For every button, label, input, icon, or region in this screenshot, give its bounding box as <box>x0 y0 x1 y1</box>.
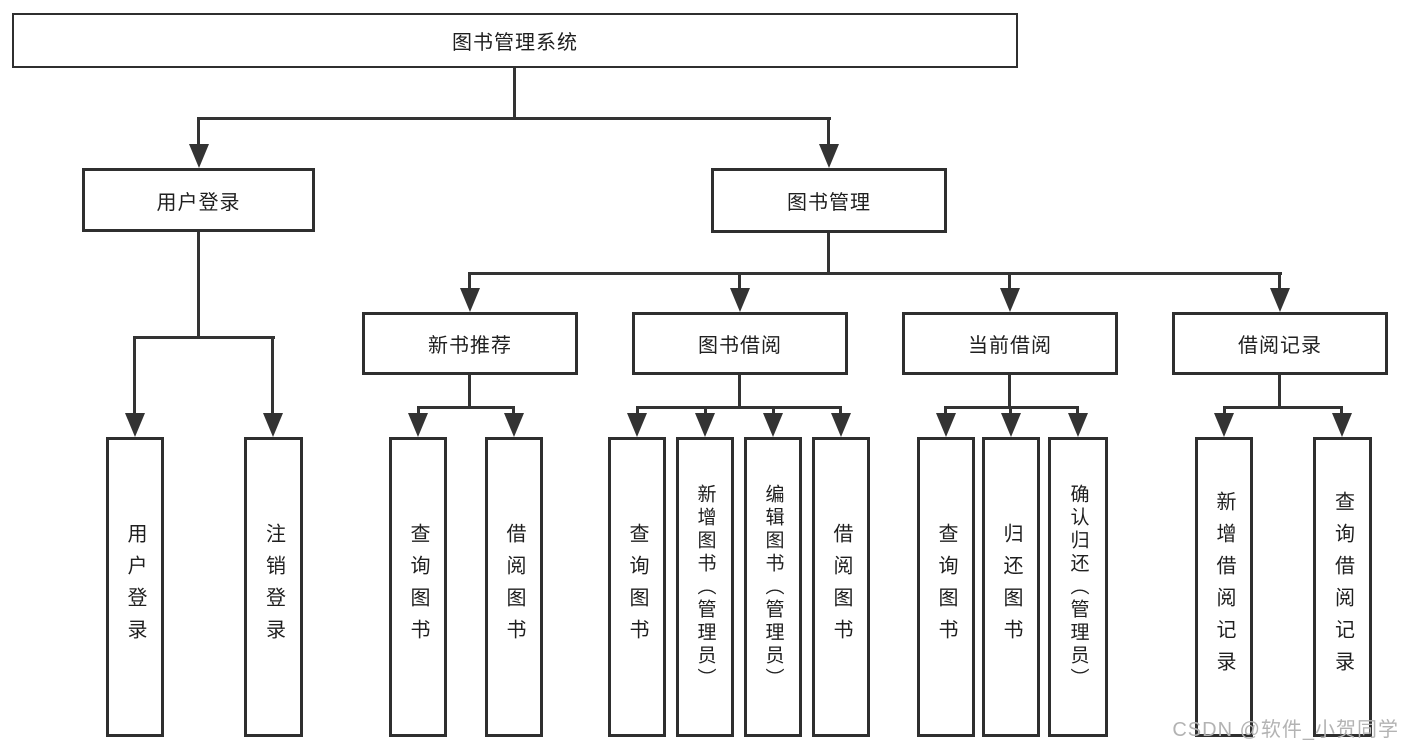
connector-line <box>827 233 830 274</box>
connector-line <box>1076 406 1079 416</box>
connector-line <box>636 406 639 416</box>
leaf-query-borrow-record-label: 查询借阅记录 <box>1331 491 1354 683</box>
node-new-book-recommendation-label: 新书推荐 <box>428 335 512 357</box>
leaf-confirm-return-admin-label: 确认归还（管理员） <box>1067 483 1089 691</box>
arrow-down-icon <box>730 288 750 312</box>
leaf-return-books-box: 归还图书 <box>982 437 1040 737</box>
node-user-login-label: 用户登录 <box>156 191 241 214</box>
connector-line <box>271 336 274 415</box>
leaf-add-borrow-record-box: 新增借阅记录 <box>1195 437 1253 737</box>
connector-line <box>417 406 420 416</box>
connector-line <box>468 375 471 408</box>
leaf-query-books-recommend-box: 查询图书 <box>389 437 447 737</box>
connector-line <box>738 272 741 292</box>
leaf-user-login-label: 用户登录 <box>124 523 146 651</box>
connector-line <box>636 406 841 409</box>
leaf-add-books-admin-box: 新增图书（管理员） <box>676 437 734 737</box>
arrow-down-icon <box>819 144 839 168</box>
leaf-add-books-admin-label: 新增图书（管理员） <box>694 483 716 691</box>
connector-line <box>1008 272 1011 292</box>
connector-line <box>1009 406 1012 416</box>
node-borrowing-records-box: 借阅记录 <box>1172 312 1388 375</box>
connector-line <box>738 375 741 408</box>
connector-line <box>827 117 830 147</box>
node-current-borrowing-box: 当前借阅 <box>902 312 1118 375</box>
connector-line <box>772 406 775 416</box>
connector-line <box>704 406 707 416</box>
node-borrowing-records-label: 借阅记录 <box>1238 335 1322 357</box>
connector-line <box>1008 375 1011 408</box>
node-book-borrowing-label: 图书借阅 <box>698 335 782 357</box>
arrow-down-icon <box>263 413 283 437</box>
connector-line <box>468 272 1282 275</box>
leaf-add-borrow-record-label: 新增借阅记录 <box>1213 491 1235 683</box>
connector-line <box>1223 406 1343 409</box>
arrow-down-icon <box>1068 413 1088 437</box>
leaf-borrow-books-recommend-label: 借阅图书 <box>503 523 525 651</box>
leaf-logout-box: 注销登录 <box>244 437 303 737</box>
node-book-management-box: 图书管理 <box>711 168 947 233</box>
node-book-management-label: 图书管理 <box>787 192 871 214</box>
connector-line <box>133 336 275 339</box>
node-user-login-box: 用户登录 <box>82 168 315 232</box>
connector-line <box>417 406 515 409</box>
arrow-down-icon <box>627 413 647 437</box>
connector-line <box>197 117 831 120</box>
arrow-down-icon <box>504 413 524 437</box>
arrow-down-icon <box>1270 288 1290 312</box>
connector-line <box>1340 406 1343 416</box>
connector-line <box>1278 272 1281 292</box>
arrow-down-icon <box>1001 413 1021 437</box>
connector-line <box>513 68 516 118</box>
leaf-query-books-current-box: 查询图书 <box>917 437 975 737</box>
arrow-down-icon <box>460 288 480 312</box>
arrow-down-icon <box>1332 413 1352 437</box>
leaf-edit-books-admin-box: 编辑图书（管理员） <box>744 437 802 737</box>
connector-line <box>197 117 200 147</box>
leaf-confirm-return-admin-box: 确认归还（管理员） <box>1048 437 1108 737</box>
leaf-return-books-label: 归还图书 <box>1000 523 1022 651</box>
arrow-down-icon <box>763 413 783 437</box>
connector-line <box>197 232 200 337</box>
leaf-borrow-books-borrowing-label: 借阅图书 <box>830 523 852 651</box>
leaf-edit-books-admin-label: 编辑图书（管理员） <box>762 483 784 691</box>
node-root-box: 图书管理系统 <box>12 13 1018 68</box>
leaf-user-login-box: 用户登录 <box>106 437 164 737</box>
connector-line <box>468 272 471 292</box>
leaf-query-books-borrowing-box: 查询图书 <box>608 437 666 737</box>
node-current-borrowing-label: 当前借阅 <box>968 335 1052 357</box>
arrow-down-icon <box>831 413 851 437</box>
leaf-logout-label: 注销登录 <box>262 523 285 651</box>
connector-line <box>944 406 947 416</box>
arrow-down-icon <box>408 413 428 437</box>
watermark-text: CSDN @软件_小贺同学 <box>1172 719 1399 741</box>
connector-line <box>1223 406 1226 416</box>
arrow-down-icon <box>936 413 956 437</box>
leaf-query-books-current-label: 查询图书 <box>935 523 957 651</box>
node-root-label: 图书管理系统 <box>452 32 578 54</box>
arrow-down-icon <box>189 144 209 168</box>
arrow-down-icon <box>1214 413 1234 437</box>
node-book-borrowing-box: 图书借阅 <box>632 312 848 375</box>
arrow-down-icon <box>1000 288 1020 312</box>
connector-line <box>1278 375 1281 408</box>
connector-line <box>512 406 515 416</box>
connector-line <box>839 406 842 416</box>
arrow-down-icon <box>695 413 715 437</box>
arrow-down-icon <box>125 413 145 437</box>
leaf-query-borrow-record-box: 查询借阅记录 <box>1313 437 1372 737</box>
leaf-query-books-borrowing-label: 查询图书 <box>626 523 648 651</box>
leaf-borrow-books-recommend-box: 借阅图书 <box>485 437 543 737</box>
connector-line <box>133 336 136 415</box>
leaf-query-books-recommend-label: 查询图书 <box>407 523 429 651</box>
node-new-book-recommendation-box: 新书推荐 <box>362 312 578 375</box>
leaf-borrow-books-borrowing-box: 借阅图书 <box>812 437 870 737</box>
